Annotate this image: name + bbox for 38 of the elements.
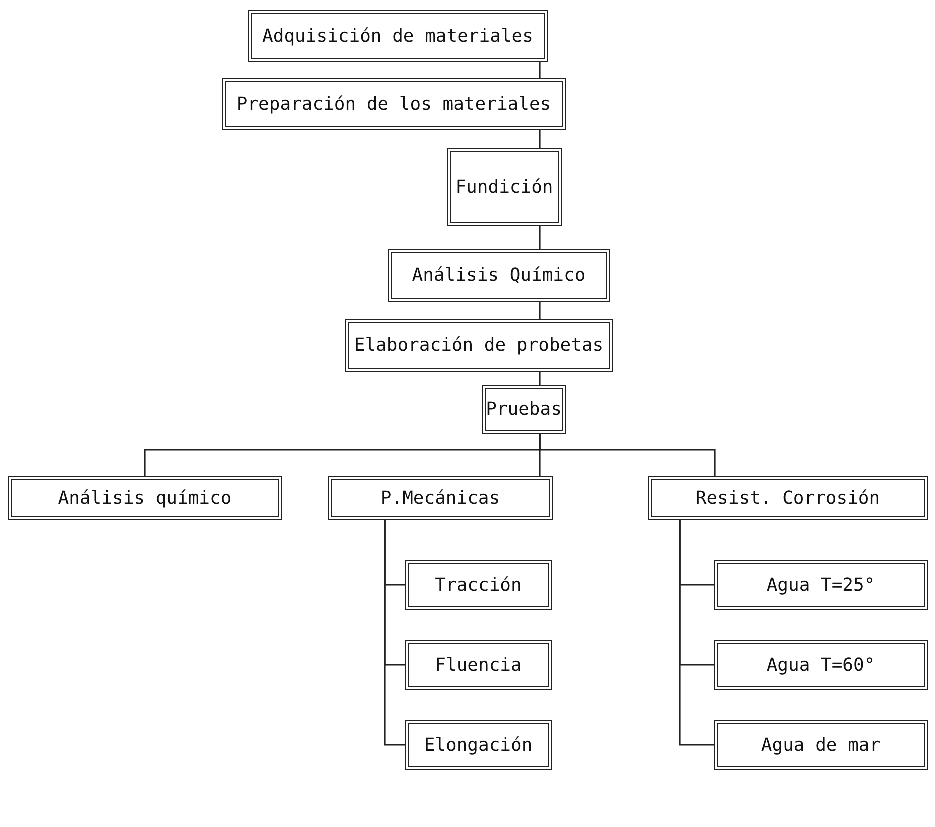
box-label: Tracción (435, 574, 522, 596)
process-box (648, 476, 928, 520)
connector-line (539, 434, 716, 476)
connector-line (539, 372, 541, 385)
process-box (714, 720, 928, 770)
box-label: Análisis químico (58, 488, 232, 508)
box-label: P.Mecánicas (380, 488, 500, 508)
process-box (388, 249, 610, 302)
connector-line (384, 520, 405, 746)
process-box (222, 78, 566, 130)
process-box (405, 560, 552, 610)
box-label: Análisis Químico (412, 265, 586, 286)
process-box (405, 720, 552, 770)
process-box (328, 476, 553, 520)
box-label: Resist. Corrosión (696, 488, 880, 508)
connector-line (539, 62, 541, 78)
process-box (447, 148, 562, 226)
box-label: Elongación (424, 734, 533, 756)
connector-line (539, 302, 541, 319)
box-label: Fluencia (435, 654, 522, 676)
box-label: Preparación de los materiales (236, 94, 552, 114)
box-label: Pruebas (486, 399, 562, 420)
box-label: Agua de mar (761, 734, 881, 756)
process-box (482, 385, 566, 434)
process-box (714, 560, 928, 610)
connector-line (679, 520, 714, 746)
process-box (405, 640, 552, 690)
connector-line (539, 226, 541, 249)
box-label: Agua T=25° (766, 574, 876, 596)
box-label: Fundición (456, 176, 554, 198)
box-label: Adquisición de materiales (262, 26, 534, 46)
connector-line (539, 130, 541, 148)
process-box (714, 640, 928, 690)
process-box (8, 476, 282, 520)
process-box (248, 10, 548, 62)
box-label: Agua T=60° (766, 654, 876, 676)
box-label: Elaboración de probetas (354, 335, 604, 356)
process-box (345, 319, 613, 372)
